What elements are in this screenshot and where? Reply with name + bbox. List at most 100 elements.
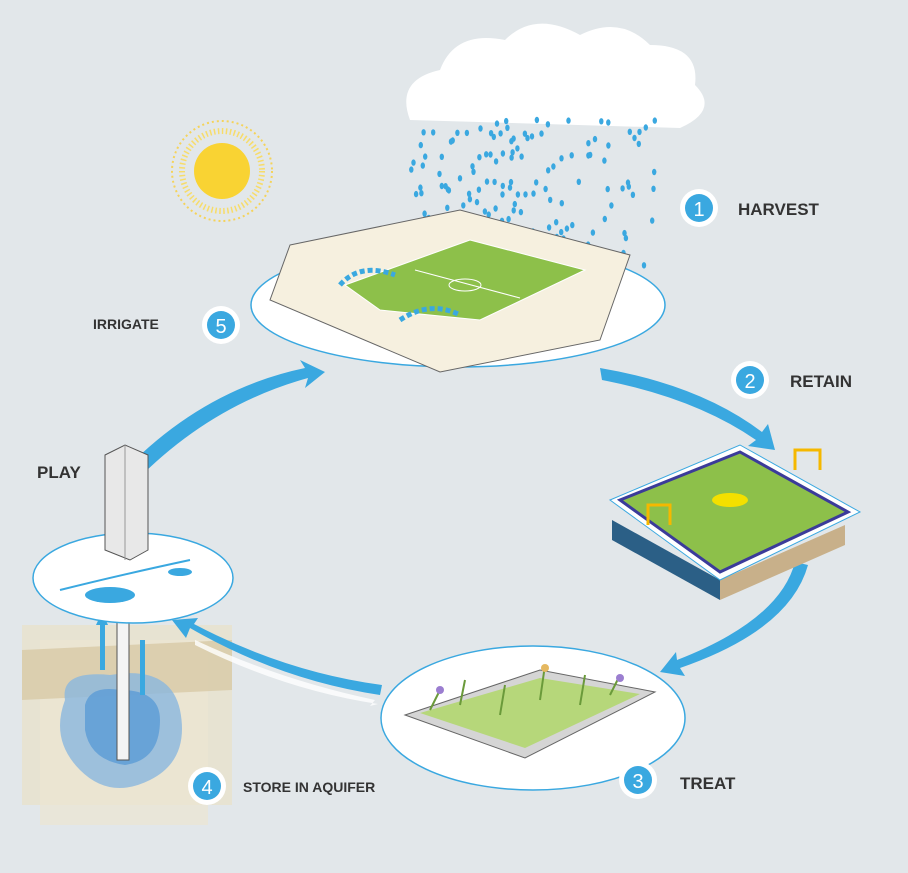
step-harvest: 1 HARVEST	[680, 189, 820, 227]
rain-drop	[570, 221, 575, 229]
rain-drop	[509, 138, 514, 145]
step-store: 4 STORE IN AQUIFER	[188, 767, 375, 805]
play-fountain-illustration	[32, 444, 234, 624]
rain-drop	[482, 208, 488, 215]
rain-drop	[522, 130, 528, 137]
rain-drop	[559, 155, 564, 162]
rain-drop	[559, 228, 564, 236]
rain-drop	[623, 234, 629, 242]
rain-drop	[529, 133, 535, 140]
rain-drop	[543, 185, 548, 193]
rain-drop	[466, 190, 472, 197]
rain-drop	[534, 116, 540, 124]
rain-drop	[630, 191, 636, 198]
step-irrigate: 5 IRRIGATE	[93, 306, 240, 344]
rain-drop	[413, 190, 419, 198]
rain-drop	[471, 168, 476, 175]
rain-drop	[569, 152, 574, 159]
step-number: 4	[201, 777, 212, 799]
rain-drop	[498, 130, 503, 137]
rain-drop	[606, 142, 611, 149]
rain-drop	[491, 133, 496, 141]
rain-drop	[519, 153, 524, 160]
rain-drop	[439, 182, 444, 190]
rain-drop	[476, 186, 482, 193]
rain-drop	[455, 129, 460, 136]
rain-drop	[548, 196, 553, 204]
rain-drop	[592, 135, 598, 143]
rain-drop	[423, 153, 428, 160]
rain-drop	[622, 229, 627, 237]
rain-drop	[641, 262, 647, 269]
rain-drop	[576, 178, 581, 185]
play-label: PLAY	[37, 463, 81, 482]
rain-drop	[551, 163, 556, 170]
step-retain: 2 RETAIN	[731, 361, 852, 399]
rain-drop	[602, 157, 607, 164]
rain-drop	[534, 179, 539, 186]
rain-drop	[418, 184, 423, 191]
rain-drop	[636, 140, 641, 148]
rain-drop	[525, 134, 530, 142]
rain-drop	[652, 168, 657, 176]
rain-drop	[632, 134, 637, 142]
rain-drop	[590, 229, 596, 236]
step-label: IRRIGATE	[93, 316, 159, 332]
step-label: HARVEST	[738, 200, 820, 219]
rain-drop	[508, 178, 514, 186]
rain-drop	[545, 121, 551, 128]
rain-drop	[651, 185, 656, 192]
aquifer-illustration	[22, 599, 232, 825]
rain-drop	[409, 166, 414, 173]
rain-drop	[486, 211, 491, 218]
rain-drop	[586, 140, 591, 147]
rain-drop	[493, 205, 498, 212]
rain-drop	[518, 208, 524, 216]
rain-drop	[627, 128, 632, 135]
sun-icon	[171, 120, 273, 222]
rain-drop	[559, 200, 564, 207]
rain-drop	[511, 207, 516, 214]
rain-drop	[478, 125, 483, 132]
rain-drop	[500, 191, 505, 198]
step-label: RETAIN	[790, 372, 852, 391]
rain-drop	[484, 151, 489, 158]
rain-drop	[509, 154, 514, 161]
rain-drop	[602, 215, 607, 223]
rain-drop	[504, 117, 509, 125]
rain-drop	[411, 159, 416, 166]
rain-drop	[448, 138, 454, 145]
rain-drop	[531, 190, 536, 197]
rain-drop	[494, 120, 500, 127]
arrow-retain	[600, 368, 775, 450]
rain-drop	[477, 154, 482, 161]
rain-drop	[445, 186, 450, 193]
rain-drop	[439, 153, 444, 160]
rain-drop	[609, 202, 614, 209]
step-treat: 3 TREAT	[619, 761, 736, 799]
stadium-illustration	[250, 209, 666, 373]
rain-drop	[484, 178, 490, 185]
rain-drop	[420, 162, 425, 169]
rain-drop	[620, 185, 625, 192]
step-number: 3	[632, 771, 643, 793]
rain-drop	[467, 196, 473, 203]
rain-drop	[650, 217, 655, 224]
rain-drop	[566, 117, 571, 124]
rain-drop	[539, 130, 544, 137]
rain-drop	[588, 151, 593, 159]
rain-drop	[515, 191, 521, 198]
rain-drop	[464, 129, 470, 137]
rain-drop	[493, 158, 499, 165]
rain-drop	[510, 149, 515, 156]
rain-drop	[500, 182, 505, 190]
rain-drop	[507, 184, 513, 191]
rain-drop	[492, 178, 497, 186]
rain-drop	[605, 185, 610, 193]
rain-drop	[512, 200, 517, 208]
rain-drop	[422, 210, 427, 217]
rain-drop	[488, 151, 493, 158]
rain-drop	[461, 202, 466, 209]
